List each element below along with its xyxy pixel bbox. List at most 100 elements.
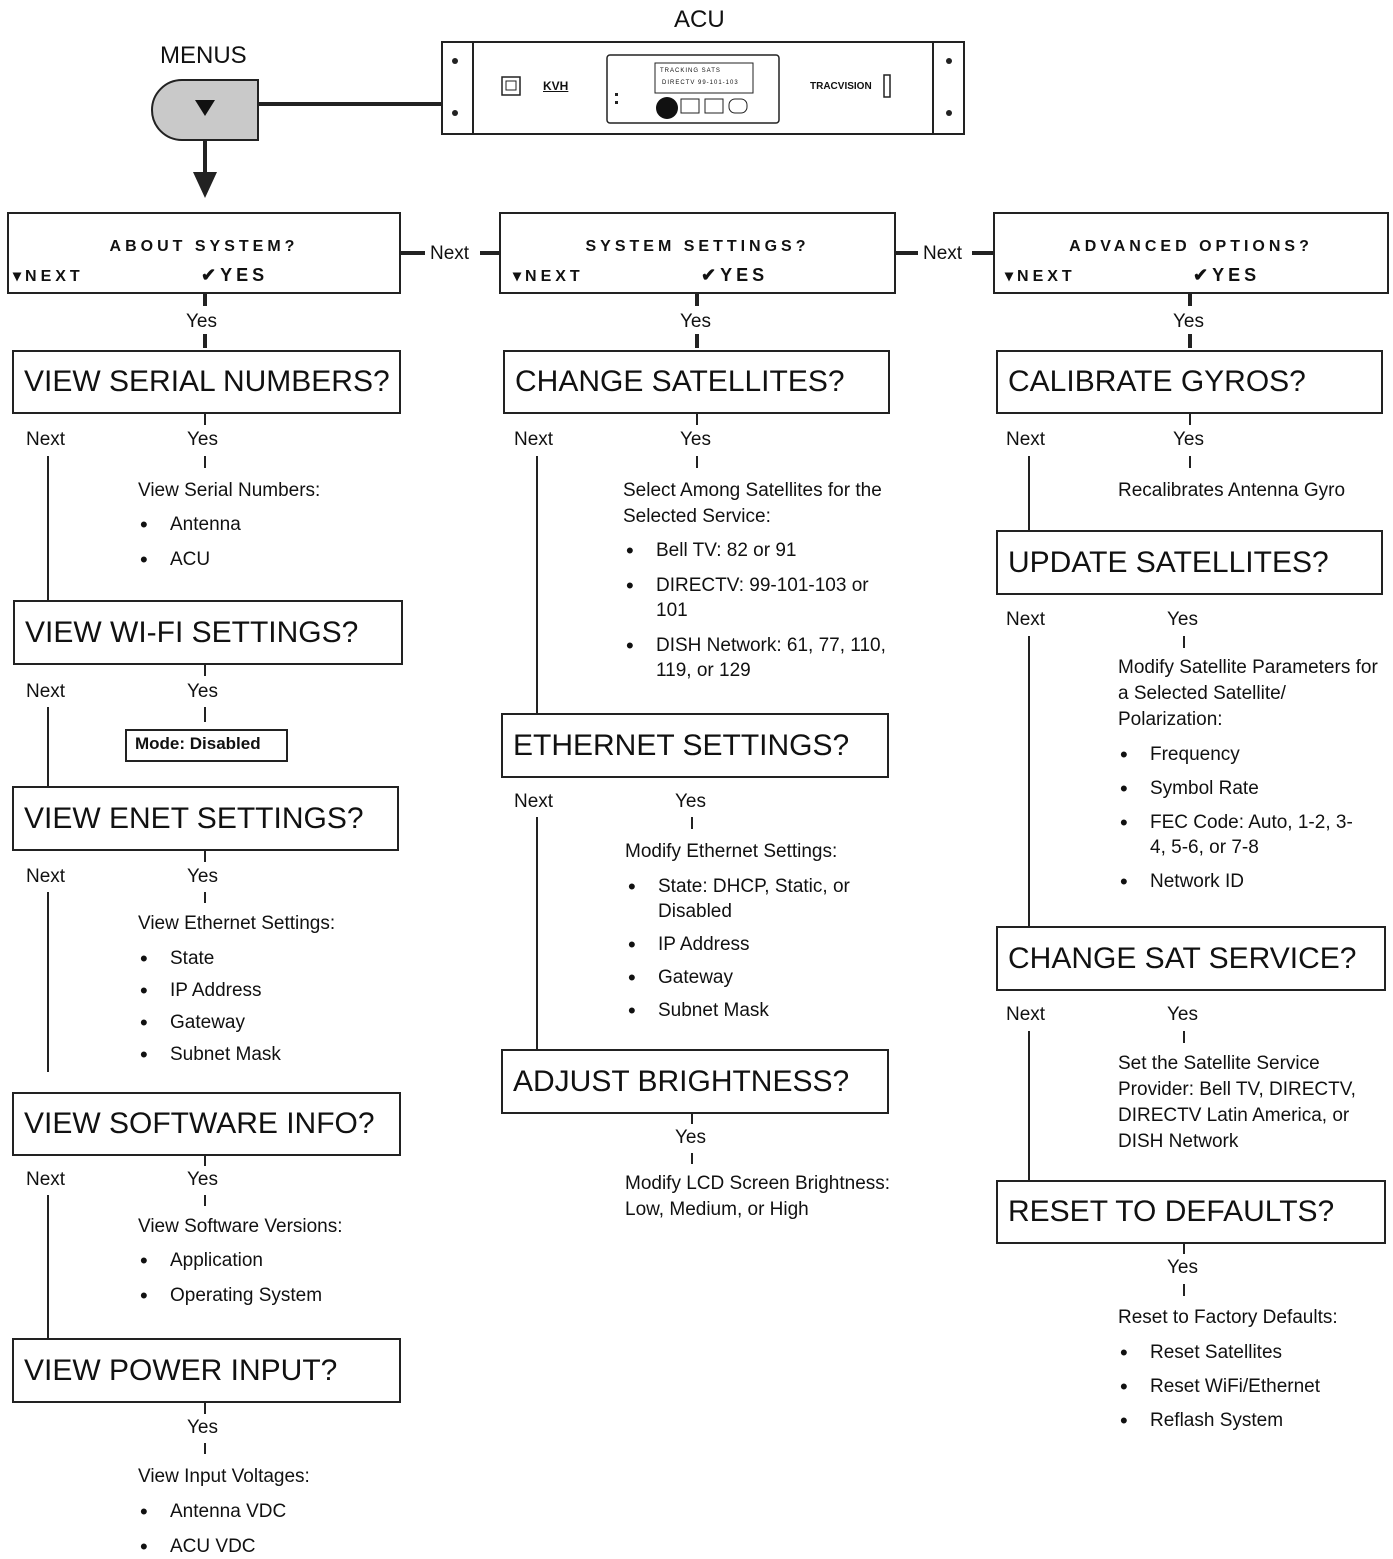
yes-label: Yes: [1167, 1004, 1198, 1025]
acu-product: TRACVISION: [810, 81, 872, 92]
next-label: Next: [514, 791, 554, 812]
down-arrow-icon: [193, 172, 217, 198]
ethernet-list: State: DHCP, Static, or Disabled IP Addr…: [628, 874, 878, 1023]
enet-desc: View Ethernet Settings:: [138, 913, 336, 934]
view-enet-settings-box[interactable]: VIEW ENET SETTINGS?: [12, 786, 399, 851]
change-satellites-box[interactable]: CHANGE SATELLITES?: [503, 350, 890, 414]
next-label: Next: [26, 681, 66, 702]
list-item: IP Address: [140, 978, 380, 1003]
yes-label: Yes: [680, 311, 711, 332]
advanced-options-next[interactable]: ▾NEXT: [1005, 268, 1076, 285]
list-item: Gateway: [628, 965, 878, 990]
yes-label: Yes: [1167, 1257, 1198, 1278]
ethernet-desc: Modify Ethernet Settings:: [625, 841, 838, 862]
yes-label: Yes: [187, 429, 218, 450]
yes-label: Yes: [1173, 311, 1204, 332]
about-system-yes[interactable]: ✔YES: [201, 265, 269, 285]
list-item: Gateway: [140, 1010, 380, 1035]
calibrate-gyros-box[interactable]: CALIBRATE GYROS?: [996, 350, 1383, 414]
yes-label: Yes: [680, 429, 711, 450]
list-item: ACU VDC: [140, 1534, 380, 1559]
sat-service-desc: Set the Satellite Service Provider: Bell…: [1118, 1053, 1356, 1152]
list-item: Frequency: [1120, 742, 1360, 767]
system-settings-box[interactable]: SYSTEM SETTINGS? ▾NEXT ✔YES: [499, 212, 896, 294]
list-item: State: [140, 946, 380, 971]
about-system-title: ABOUT SYSTEM?: [109, 238, 299, 255]
list-item: Reflash System: [1120, 1408, 1360, 1433]
advanced-options-title: ADVANCED OPTIONS?: [1069, 238, 1313, 255]
yes-label: Yes: [187, 866, 218, 887]
software-list: Application Operating System: [140, 1248, 380, 1308]
yes-label: Yes: [675, 791, 706, 812]
advanced-options-yes[interactable]: ✔YES: [1193, 265, 1261, 285]
yes-label: Yes: [186, 311, 217, 332]
update-satellites-desc: Modify Satellite Parameters for a Select…: [1118, 657, 1378, 730]
view-power-input-box[interactable]: VIEW POWER INPUT?: [12, 1338, 401, 1403]
power-list: Antenna VDC ACU VDC: [140, 1499, 380, 1559]
serial-list: Antenna ACU: [140, 512, 380, 572]
system-settings-yes[interactable]: ✔YES: [701, 265, 769, 285]
list-item: State: DHCP, Static, or Disabled: [628, 874, 878, 924]
acu-lcd-line1: TRACKING SATS: [660, 68, 721, 74]
system-settings-next[interactable]: ▾NEXT: [513, 268, 584, 285]
list-item: Reset WiFi/Ethernet: [1120, 1374, 1360, 1399]
list-item: ACU: [140, 547, 380, 572]
ethernet-settings-box[interactable]: ETHERNET SETTINGS?: [501, 713, 889, 778]
yes-label: Yes: [1167, 609, 1198, 630]
reset-desc: Reset to Factory Defaults:: [1118, 1307, 1338, 1328]
menus-label: MENUS: [160, 42, 247, 69]
change-satellites-desc: Select Among Satellites for the Selected…: [623, 480, 882, 527]
view-software-info-box[interactable]: VIEW SOFTWARE INFO?: [12, 1092, 401, 1156]
next-label: Next: [26, 429, 66, 450]
next-label: Next: [514, 429, 554, 450]
change-sat-service-box[interactable]: CHANGE SAT SERVICE?: [996, 926, 1386, 991]
view-wifi-settings-box[interactable]: VIEW WI-FI SETTINGS?: [13, 600, 403, 665]
reset-list: Reset Satellites Reset WiFi/Ethernet Ref…: [1120, 1340, 1360, 1433]
yes-label: Yes: [1173, 429, 1204, 450]
enet-list: State IP Address Gateway Subnet Mask: [140, 946, 380, 1067]
software-desc: View Software Versions:: [138, 1216, 343, 1237]
list-item: Antenna VDC: [140, 1499, 380, 1524]
list-item: Network ID: [1120, 869, 1360, 894]
list-item: Subnet Mask: [628, 998, 878, 1023]
next-label: Next: [26, 866, 66, 887]
list-item: IP Address: [628, 932, 878, 957]
next-label: Next: [923, 243, 963, 264]
yes-label: Yes: [675, 1127, 706, 1148]
wifi-mode-badge: Mode: Disabled: [125, 729, 288, 762]
menu-down-icon: [195, 100, 215, 116]
list-item: Bell TV: 82 or 91: [626, 538, 886, 563]
acu-label: ACU: [674, 6, 725, 33]
yes-label: Yes: [187, 681, 218, 702]
yes-label: Yes: [187, 1417, 218, 1438]
change-satellites-list: Bell TV: 82 or 91 DIRECTV: 99-101-103 or…: [626, 538, 886, 683]
brightness-desc: Modify LCD Screen Brightness: Low, Mediu…: [625, 1173, 891, 1220]
about-system-next[interactable]: ▾NEXT: [13, 268, 84, 285]
next-label: Next: [1006, 429, 1046, 450]
list-item: Antenna: [140, 512, 380, 537]
acu-lcd-line2: DIRECTV 99-101-103: [662, 80, 739, 86]
about-system-box[interactable]: ABOUT SYSTEM? ▾NEXT ✔YES: [7, 212, 401, 294]
view-serial-numbers-box[interactable]: VIEW SERIAL NUMBERS?: [12, 350, 401, 414]
list-item: Reset Satellites: [1120, 1340, 1360, 1365]
reset-to-defaults-box[interactable]: RESET TO DEFAULTS?: [996, 1180, 1386, 1244]
next-label: Next: [1006, 1004, 1046, 1025]
acu-device: [441, 41, 965, 135]
list-item: Application: [140, 1248, 380, 1273]
list-item: Subnet Mask: [140, 1042, 380, 1067]
system-settings-title: SYSTEM SETTINGS?: [585, 238, 810, 255]
list-item: Operating System: [140, 1283, 380, 1308]
advanced-options-box[interactable]: ADVANCED OPTIONS? ▾NEXT ✔YES: [993, 212, 1389, 294]
acu-brand: KVH: [543, 79, 569, 93]
serial-desc: View Serial Numbers:: [138, 480, 321, 501]
menus-button[interactable]: [150, 78, 260, 142]
list-item: DISH Network: 61, 77, 110, 119, or 129: [626, 633, 886, 683]
next-label: Next: [26, 1169, 66, 1190]
update-satellites-box[interactable]: UPDATE SATELLITES?: [996, 530, 1383, 595]
gyros-desc: Recalibrates Antenna Gyro: [1118, 480, 1346, 501]
power-desc: View Input Voltages:: [138, 1466, 310, 1487]
update-satellites-list: Frequency Symbol Rate FEC Code: Auto, 1-…: [1120, 742, 1360, 894]
next-label: Next: [1006, 609, 1046, 630]
list-item: DIRECTV: 99-101-103 or 101: [626, 573, 886, 623]
adjust-brightness-box[interactable]: ADJUST BRIGHTNESS?: [501, 1049, 889, 1114]
